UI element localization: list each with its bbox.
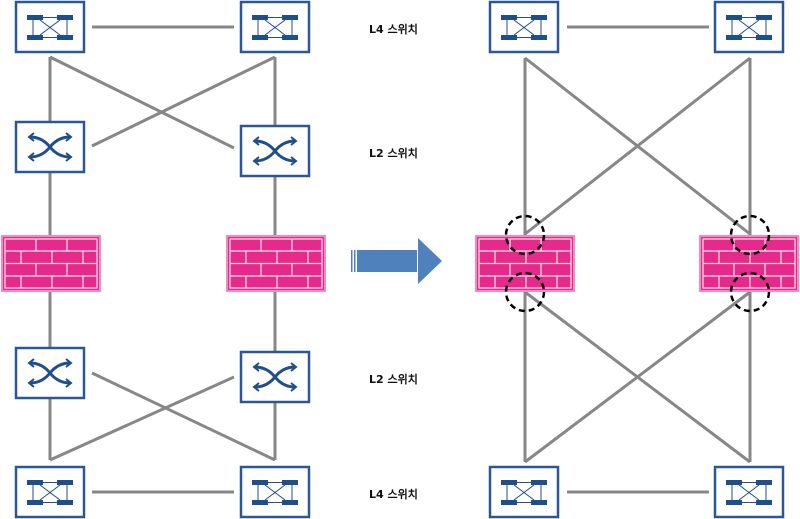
label-l2-switch-bottom: L2 스위치 bbox=[369, 373, 418, 386]
transition-arrow-icon bbox=[351, 238, 442, 284]
link-l4b-l2a bbox=[91, 55, 276, 148]
before-firewall-right bbox=[226, 235, 326, 292]
after-firewall-right bbox=[699, 235, 799, 292]
link-l4b-fwa bbox=[524, 56, 751, 236]
after-l4-switch-bottom-left bbox=[488, 465, 560, 519]
after-l4-switch-top-left bbox=[488, 0, 560, 54]
label-l4-switch-top: L4 스위치 bbox=[369, 23, 418, 36]
before-l4-switch-bottom-right bbox=[239, 465, 311, 519]
before-links bbox=[48, 25, 277, 494]
highlight-circle-icon bbox=[729, 214, 771, 256]
link-l4a-l2b bbox=[49, 55, 235, 150]
highlight-circle-icon bbox=[504, 214, 546, 256]
before-l4-switch-top-right bbox=[239, 0, 311, 54]
link-l2c-l4d bbox=[91, 371, 276, 462]
after-l4-switch-top-right bbox=[713, 0, 785, 54]
link-fwb-l4c bbox=[524, 290, 751, 464]
after-firewall-left bbox=[475, 235, 575, 292]
label-l2-switch-top: L2 스위치 bbox=[369, 147, 418, 160]
before-l4-switch-bottom-left bbox=[14, 465, 86, 519]
label-l4-switch-bottom: L4 스위치 bbox=[369, 488, 418, 501]
after-l4-switch-bottom-right bbox=[713, 465, 785, 519]
highlight-circle-icon bbox=[504, 271, 546, 313]
before-firewall-left bbox=[1, 235, 101, 292]
before-l2-switch-bottom-left bbox=[14, 346, 86, 400]
before-l2-switch-bottom-right bbox=[239, 350, 311, 404]
highlight-circle-icon bbox=[729, 271, 771, 313]
before-l4-switch-top-left bbox=[14, 0, 86, 54]
link-l2d-l4c bbox=[49, 375, 235, 462]
before-l2-switch-top-right bbox=[239, 124, 311, 178]
before-l2-switch-top-left bbox=[14, 120, 86, 174]
after-links bbox=[523, 25, 752, 494]
